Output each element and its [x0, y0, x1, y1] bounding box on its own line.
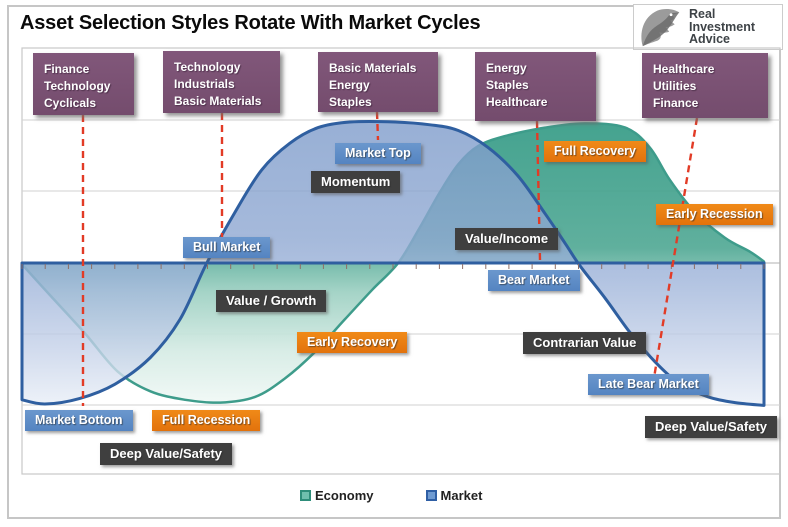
- label-early-recession: Early Recession: [656, 204, 773, 225]
- sector-line: Healthcare: [486, 95, 548, 109]
- brand-line: Advice: [689, 32, 730, 47]
- sector-line: Energy: [486, 61, 527, 75]
- sector-line: Staples: [329, 95, 372, 109]
- legend: Economy Market: [300, 488, 482, 503]
- market-swatch-icon: [425, 490, 437, 501]
- legend-label: Economy: [315, 488, 374, 503]
- leader-line-3: [375, 111, 380, 141]
- label-early-recovery: Early Recovery: [297, 332, 408, 353]
- label-bear-market: Bear Market: [488, 270, 580, 291]
- sector-box-2: Technology Industrials Basic Materials: [163, 51, 280, 113]
- label-contrarian-value: Contrarian Value: [523, 332, 647, 354]
- label-value-growth: Value / Growth: [216, 290, 327, 312]
- label-bull-market: Bull Market: [183, 237, 271, 258]
- sector-line: Finance: [653, 96, 699, 110]
- leader-line-5: [650, 117, 699, 391]
- sector-line: Technology: [174, 60, 241, 74]
- brand-line: Real: [689, 7, 716, 22]
- sector-box-5: Healthcare Utilities Finance: [642, 53, 768, 118]
- brand-logo: Real Investment Advice: [633, 4, 783, 50]
- sector-box-1: Finance Technology Cyclicals: [33, 53, 134, 115]
- sector-box-4: Energy Staples Healthcare: [475, 52, 596, 121]
- label-momentum: Momentum: [311, 171, 401, 193]
- sector-line: Technology: [44, 79, 111, 93]
- eagle-icon: [641, 8, 680, 47]
- label-full-recovery: Full Recovery: [544, 141, 646, 162]
- brand-line: Investment: [689, 19, 755, 34]
- legend-item-market: Market: [425, 488, 483, 503]
- economy-swatch-icon: [300, 490, 311, 501]
- sector-line: Finance: [44, 62, 90, 76]
- sector-line: Industrials: [174, 77, 235, 91]
- sector-line: Staples: [486, 78, 529, 92]
- leader-lines: [81, 111, 699, 406]
- legend-label: Market: [440, 488, 483, 503]
- label-market-top: Market Top: [335, 143, 421, 164]
- sector-line: Utilities: [653, 79, 697, 93]
- legend-item-economy: Economy: [300, 488, 374, 503]
- label-late-bear-market: Late Bear Market: [588, 374, 709, 395]
- label-market-bottom: Market Bottom: [25, 410, 133, 431]
- plot-border: [21, 47, 781, 475]
- chart-title: Asset Selection Styles Rotate With Marke…: [20, 12, 481, 34]
- axis-ticks: [21, 264, 765, 269]
- sector-line: Energy: [329, 78, 370, 92]
- sector-box-3: Basic Materials Energy Staples: [318, 52, 438, 112]
- sector-line: Basic Materials: [329, 61, 417, 75]
- label-full-recession: Full Recession: [152, 410, 261, 431]
- area-series: [20, 119, 766, 407]
- brand-name: Real Investment Advice: [689, 8, 755, 46]
- sector-line: Cyclicals: [44, 96, 97, 110]
- label-deep-value-safety-left: Deep Value/Safety: [100, 443, 232, 465]
- sector-line: Healthcare: [653, 62, 715, 76]
- label-deep-value-safety-right: Deep Value/Safety: [645, 416, 777, 438]
- sector-line: Basic Materials: [174, 94, 262, 108]
- label-value-income: Value/Income: [455, 228, 559, 250]
